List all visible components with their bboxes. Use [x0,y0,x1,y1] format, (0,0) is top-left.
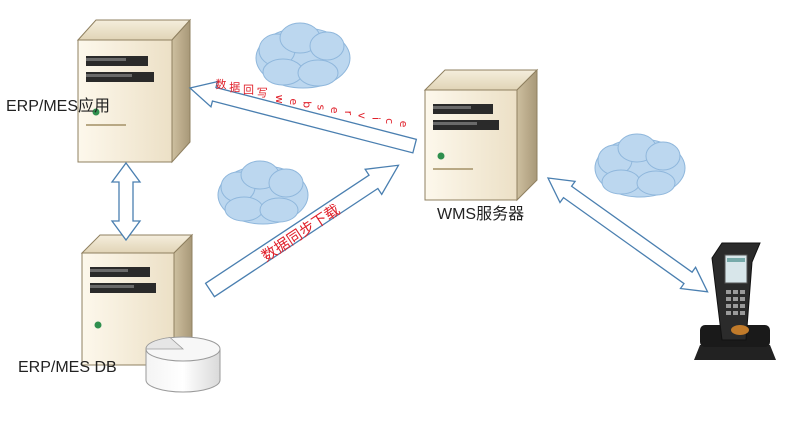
writeback-label-char: v [356,112,369,119]
writeback-label-char: 回 [243,84,254,97]
writeback-label-char: e [287,98,300,105]
writeback-label-char: i [370,117,383,120]
writeback-label-char: e [328,107,341,114]
cloud-icon-middle [217,160,309,225]
writeback-arrow [188,80,418,154]
erp-app-server-icon [76,18,192,164]
cloud-icon-top [255,22,351,89]
wms-handheld-link-arrow [546,177,709,293]
handheld-scanner-icon [694,242,776,360]
wms-server-icon [423,68,539,202]
writeback-label-char: 据 [229,80,240,94]
writeback-label-char: b [301,101,314,108]
writeback-label-char: 写 [257,86,268,99]
wms-server-label: WMS服务器 [437,206,525,223]
erp-db-label: ERP/MES DB [18,359,117,376]
writeback-label-char: e [397,121,410,128]
writeback-label-char: w [273,95,286,104]
app-db-link-arrow [110,161,142,242]
download-arrow [204,164,400,298]
writeback-label-char: 数 [216,78,227,91]
database-cylinder-icon [145,336,221,393]
writeback-label-char: s [314,105,327,111]
writeback-label-char: r [342,111,355,116]
writeback-label-char: c [383,118,396,124]
cloud-icon-right [594,133,686,198]
erp-app-label: ERP/MES应用 [6,98,111,115]
